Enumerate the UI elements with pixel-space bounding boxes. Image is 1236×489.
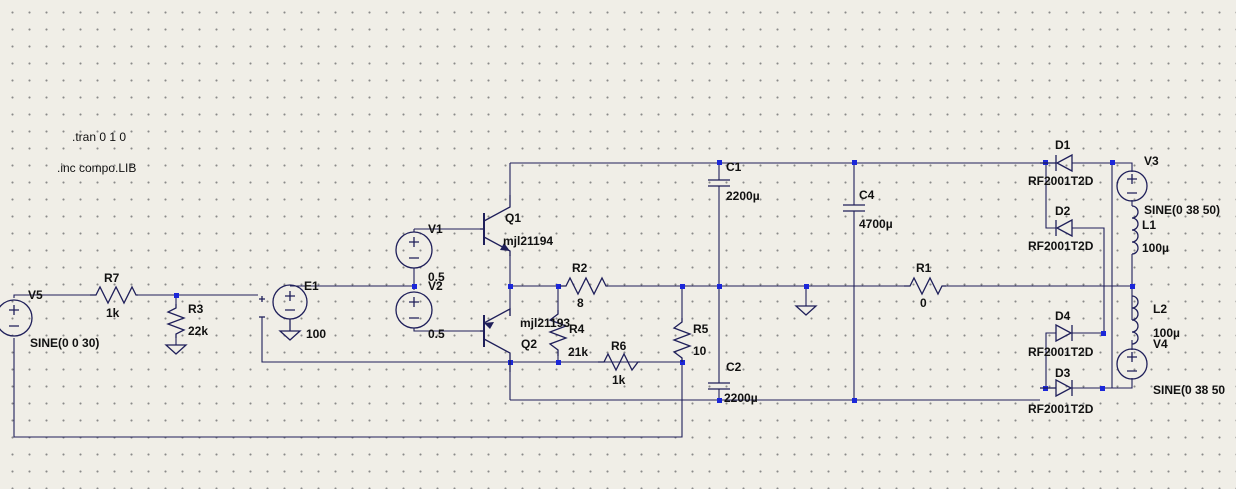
- l2-label: L2: [1153, 302, 1167, 316]
- v1-label: V1: [428, 222, 443, 236]
- r1-value: 0: [920, 296, 927, 310]
- junction: [556, 360, 561, 365]
- tran-directive[interactable]: .tran 0 1 0: [72, 130, 126, 144]
- c2-capacitor[interactable]: [708, 382, 730, 390]
- junction: [680, 360, 685, 365]
- l2-value: 100µ: [1153, 326, 1180, 340]
- r1-resistor[interactable]: [904, 276, 946, 296]
- d2-diode[interactable]: [1055, 218, 1073, 238]
- v5-sine-source[interactable]: [0, 299, 33, 337]
- d1-label: D1: [1055, 138, 1071, 152]
- c4-value: 4700µ: [859, 217, 893, 231]
- r5-value: 10: [693, 344, 707, 358]
- c1-capacitor[interactable]: [708, 179, 730, 187]
- d1-model: RF2001T2D: [1028, 174, 1094, 188]
- r2-label: R2: [572, 261, 588, 275]
- junction: [1100, 386, 1105, 391]
- d3-diode[interactable]: [1040, 378, 1073, 398]
- q2-pnp-transistor[interactable]: [480, 307, 511, 372]
- q1-npn-transistor[interactable]: [480, 195, 511, 256]
- r4-value: 21k: [568, 345, 588, 359]
- r6-resistor[interactable]: [598, 352, 640, 372]
- r7-value: 1k: [106, 306, 120, 320]
- c4-capacitor[interactable]: [843, 204, 865, 212]
- r5-resistor[interactable]: [672, 318, 692, 362]
- junction: [804, 284, 809, 289]
- e1-voltage-source[interactable]: [259, 284, 308, 341]
- ground-symbol: [794, 305, 818, 316]
- r4-resistor[interactable]: [548, 310, 568, 356]
- v3-sine-source[interactable]: [1116, 170, 1148, 202]
- e1-value: 100: [306, 327, 326, 341]
- r7-label: R7: [104, 271, 120, 285]
- d3-model: RF2001T2D: [1028, 402, 1094, 416]
- q1-model: mjl21194: [503, 234, 553, 248]
- r3-resistor[interactable]: [166, 304, 186, 338]
- r7-resistor[interactable]: [90, 285, 138, 305]
- r3-label: R3: [188, 302, 204, 316]
- r3-value: 22k: [188, 324, 208, 338]
- junction: [717, 398, 722, 403]
- c4-label: C4: [859, 188, 875, 202]
- junction: [852, 160, 857, 165]
- d3-label: D3: [1055, 366, 1071, 380]
- v2-voltage-source[interactable]: [395, 291, 433, 329]
- d4-model: RF2001T2D: [1028, 345, 1094, 359]
- c2-label: C2: [726, 360, 742, 374]
- v1-voltage-source[interactable]: [395, 231, 433, 269]
- l1-label: L1: [1142, 218, 1156, 232]
- d2-label: D2: [1055, 204, 1071, 218]
- v2-value: 0.5: [428, 327, 445, 341]
- inc-directive[interactable]: .inc compo.LIB: [57, 161, 136, 175]
- d4-label: D4: [1055, 309, 1071, 323]
- junction: [508, 284, 513, 289]
- junction: [717, 284, 722, 289]
- junction: [852, 398, 857, 403]
- junction: [1101, 331, 1106, 336]
- c1-label: C1: [726, 160, 742, 174]
- q1-label: Q1: [505, 211, 521, 225]
- junction: [174, 293, 179, 298]
- l1-inductor[interactable]: [1131, 205, 1139, 255]
- r1-label: R1: [916, 261, 932, 275]
- c2-value: 2200µ: [724, 391, 758, 405]
- junction: [1110, 160, 1115, 165]
- d2-model: RF2001T2D: [1028, 239, 1094, 253]
- v4-value: SINE(0 38 50: [1153, 383, 1225, 397]
- junction: [680, 284, 685, 289]
- v4-sine-source[interactable]: [1116, 348, 1148, 380]
- d4-diode[interactable]: [1055, 323, 1073, 343]
- ground-symbol: [164, 344, 188, 355]
- junction: [556, 284, 561, 289]
- l2-inductor[interactable]: [1131, 295, 1139, 345]
- c1-value: 2200µ: [726, 189, 760, 203]
- v2-label: V2: [428, 279, 443, 293]
- junction: [717, 160, 722, 165]
- junction: [1130, 284, 1135, 289]
- v5-value: SINE(0 0 30): [30, 336, 99, 350]
- wires: [13, 162, 1133, 438]
- v3-value: SINE(0 38 50): [1144, 203, 1220, 217]
- junctions: [174, 160, 1135, 403]
- v4-label: V4: [1153, 337, 1168, 351]
- e1-label: E1: [304, 279, 319, 293]
- q2-model: mjl21193: [520, 316, 570, 330]
- l1-value: 100µ: [1142, 241, 1169, 255]
- r5-label: R5: [693, 322, 709, 336]
- v3-label: V3: [1144, 154, 1159, 168]
- junction: [412, 284, 417, 289]
- r4-label: R4: [569, 322, 585, 336]
- r6-label: R6: [611, 339, 627, 353]
- q2-label: Q2: [521, 337, 537, 351]
- r2-value: 8: [577, 296, 584, 310]
- v1-value: 0.5: [428, 270, 445, 284]
- r6-value: 1k: [612, 373, 626, 387]
- v5-label: V5: [28, 288, 43, 302]
- r2-resistor[interactable]: [560, 276, 608, 296]
- d1-diode[interactable]: [1040, 153, 1073, 173]
- labels: .tran 0 1 0 .inc compo.LIB V5 SINE(0 0 3…: [28, 130, 1225, 416]
